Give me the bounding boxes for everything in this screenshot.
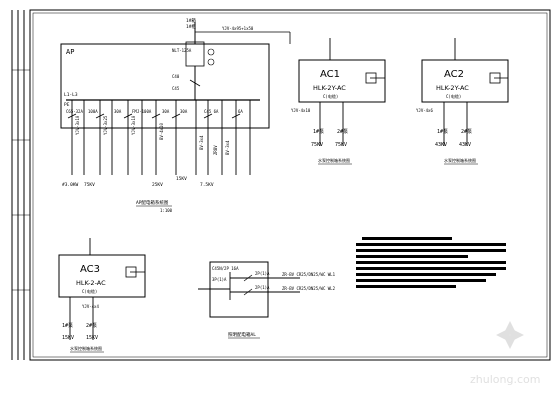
- ap-branch-top-label-2: 100A: [88, 109, 98, 114]
- al-branch-circuit-2: ZR-BV CR25/DN25/WC WL2: [282, 286, 336, 291]
- ac1-output-1: 1#泵: [313, 129, 324, 135]
- ac2-diagram: AC2 HLK-2Y-AC C(电缆) YJV-4x6 1#泵 2#泵 43KV…: [416, 38, 509, 165]
- ac2-model: HLK-2Y-AC: [436, 84, 469, 92]
- ap-cable-label-3: YJV-3x10: [131, 115, 136, 135]
- ac3-feeder-note: YJV-4x4: [82, 304, 99, 309]
- ac2-relay-box: [489, 72, 501, 84]
- ac2-note: C(电缆): [446, 93, 461, 99]
- ap-cable-label-7: BV-3x4: [225, 140, 230, 155]
- ac1-caption: 水泵控制箱系统图: [318, 157, 350, 163]
- al-incoming: C45N/2P 16A: [212, 266, 239, 271]
- ap-load-label-5: 7.5KV: [200, 182, 214, 188]
- ap-breaker-label-2: C40: [172, 74, 180, 79]
- ac3-box: [58, 254, 146, 298]
- ap-breaker-label-3: C45: [172, 86, 180, 91]
- watermark: zhulong.com: [470, 321, 540, 386]
- ac1-note: C(电缆): [323, 93, 338, 99]
- ac2-title: AC2: [444, 69, 464, 80]
- ac3-model: HLK-2-AC: [76, 279, 106, 287]
- ap-breaker-label-1: NLT-125A: [172, 48, 192, 53]
- ap-cable-label-2: YJV-3x25: [103, 115, 108, 135]
- al-branch-breaker-2: 2P(1)A: [255, 285, 270, 290]
- ac2-rating-2: 43KV: [459, 142, 471, 148]
- svg-text:PE: PE: [64, 102, 70, 108]
- ac2-caption: 水泵控制箱系统图: [444, 157, 476, 163]
- ac2-output-2: 2#泵: [461, 129, 472, 135]
- ac2-output-1: 1#泵: [437, 129, 448, 135]
- ac3-rating-1: 15KV: [62, 335, 74, 341]
- ac1-relay-box: [365, 72, 377, 84]
- ap-branch-top-label-5: 30A: [162, 109, 170, 114]
- watermark-text: zhulong.com: [470, 373, 540, 386]
- ap-branch-top-label-3: 30A: [114, 109, 122, 114]
- ac3-output-2: 2#泵: [86, 323, 97, 329]
- ap-cable-label-4: BV-4x10: [159, 123, 164, 140]
- ac3-output-1: 1#泵: [62, 323, 73, 329]
- ap-sub-caption: 1:100: [160, 208, 173, 213]
- al-diagram: C45N/2P 16A 3P(1)A 2P(1)A 2P(1)A ZR-BV C…: [198, 261, 336, 339]
- ap-branch-top-label-8: 6A: [238, 109, 243, 114]
- watermark-logo-icon: [496, 321, 524, 349]
- ac1-rating-2: 75KV: [335, 142, 347, 148]
- ap-branch-top-label-4: FMJ-100A: [132, 109, 152, 114]
- ap-load-label-3: 25KV: [152, 182, 163, 188]
- ap-panel-box: [60, 43, 270, 129]
- ac1-box: [298, 59, 386, 103]
- al-caption: 照明配电箱AL: [228, 331, 256, 338]
- al-branch-circuit-1: ZR-BV CR25/DN25/WC WL1: [282, 272, 336, 277]
- al-sub-incoming: 3P(1)A: [212, 277, 227, 282]
- ap-top-label-2: 1#柜: [186, 23, 196, 30]
- ap-branch-top-label-7: C45 6A: [204, 109, 219, 114]
- ap-panel-diagram: AP 1#箱 1#柜 YJV-4x95+1x50 NLT-125A C40 C4…: [60, 17, 291, 213]
- ac3-note: C(电缆): [82, 288, 97, 294]
- ac2-box: [421, 59, 509, 103]
- ap-cable-label-5: BV-3x4: [199, 135, 204, 150]
- ac2-rating-1: 43KV: [435, 142, 447, 148]
- design-notes-block: [356, 237, 506, 288]
- drawing-frame: [11, 9, 551, 361]
- ac2-feeder-note: YJV-4x6: [416, 108, 433, 113]
- ac3-title: AC3: [80, 264, 100, 275]
- ap-caption: AP配电箱系统图: [136, 199, 169, 206]
- ac3-diagram: AC3 HLK-2-AC C(电缆) YJV-4x4 1#泵 2#泵 15KV …: [58, 238, 146, 353]
- ap-cable-label-6: ZRBV: [213, 145, 218, 155]
- ap-load-label-4: 15KV: [176, 176, 187, 182]
- ap-cable-label-1: YJV-3x10: [75, 115, 80, 135]
- ap-branches: [67, 100, 251, 175]
- ac3-caption: 水泵控制箱系统图: [70, 345, 102, 351]
- ap-load-label-1: #3.0KW: [62, 182, 79, 188]
- ac1-title: AC1: [320, 69, 340, 80]
- ap-branch-top-label-6: 30A: [180, 109, 188, 114]
- ac3-rating-2: 15KV: [86, 335, 98, 341]
- ap-incoming-note: YJV-4x95+1x50: [222, 26, 254, 31]
- ac1-output-2: 2#泵: [337, 129, 348, 135]
- ac1-rating-1: 75KV: [311, 142, 323, 148]
- ac1-model: HLK-2Y-AC: [313, 84, 346, 92]
- svg-text:L1-L3: L1-L3: [64, 92, 78, 98]
- ap-meter-box: [185, 41, 205, 67]
- al-branch-breaker-1: 2P(1)A: [255, 271, 270, 276]
- ac3-relay-box: [125, 266, 137, 278]
- al-box: [209, 261, 269, 318]
- ac1-diagram: AC1 HLK-2Y-AC C(电缆) YJV-4x10 1#泵 2#泵 75K…: [291, 38, 386, 165]
- ap-load-label-2: 75KV: [84, 182, 95, 188]
- ap-panel-label: AP: [66, 48, 74, 56]
- ap-branch-top-label-1: C65-32A: [66, 109, 83, 114]
- ac1-feeder-note: YJV-4x10: [291, 108, 311, 113]
- ap-top-label-1: 1#箱: [186, 17, 196, 24]
